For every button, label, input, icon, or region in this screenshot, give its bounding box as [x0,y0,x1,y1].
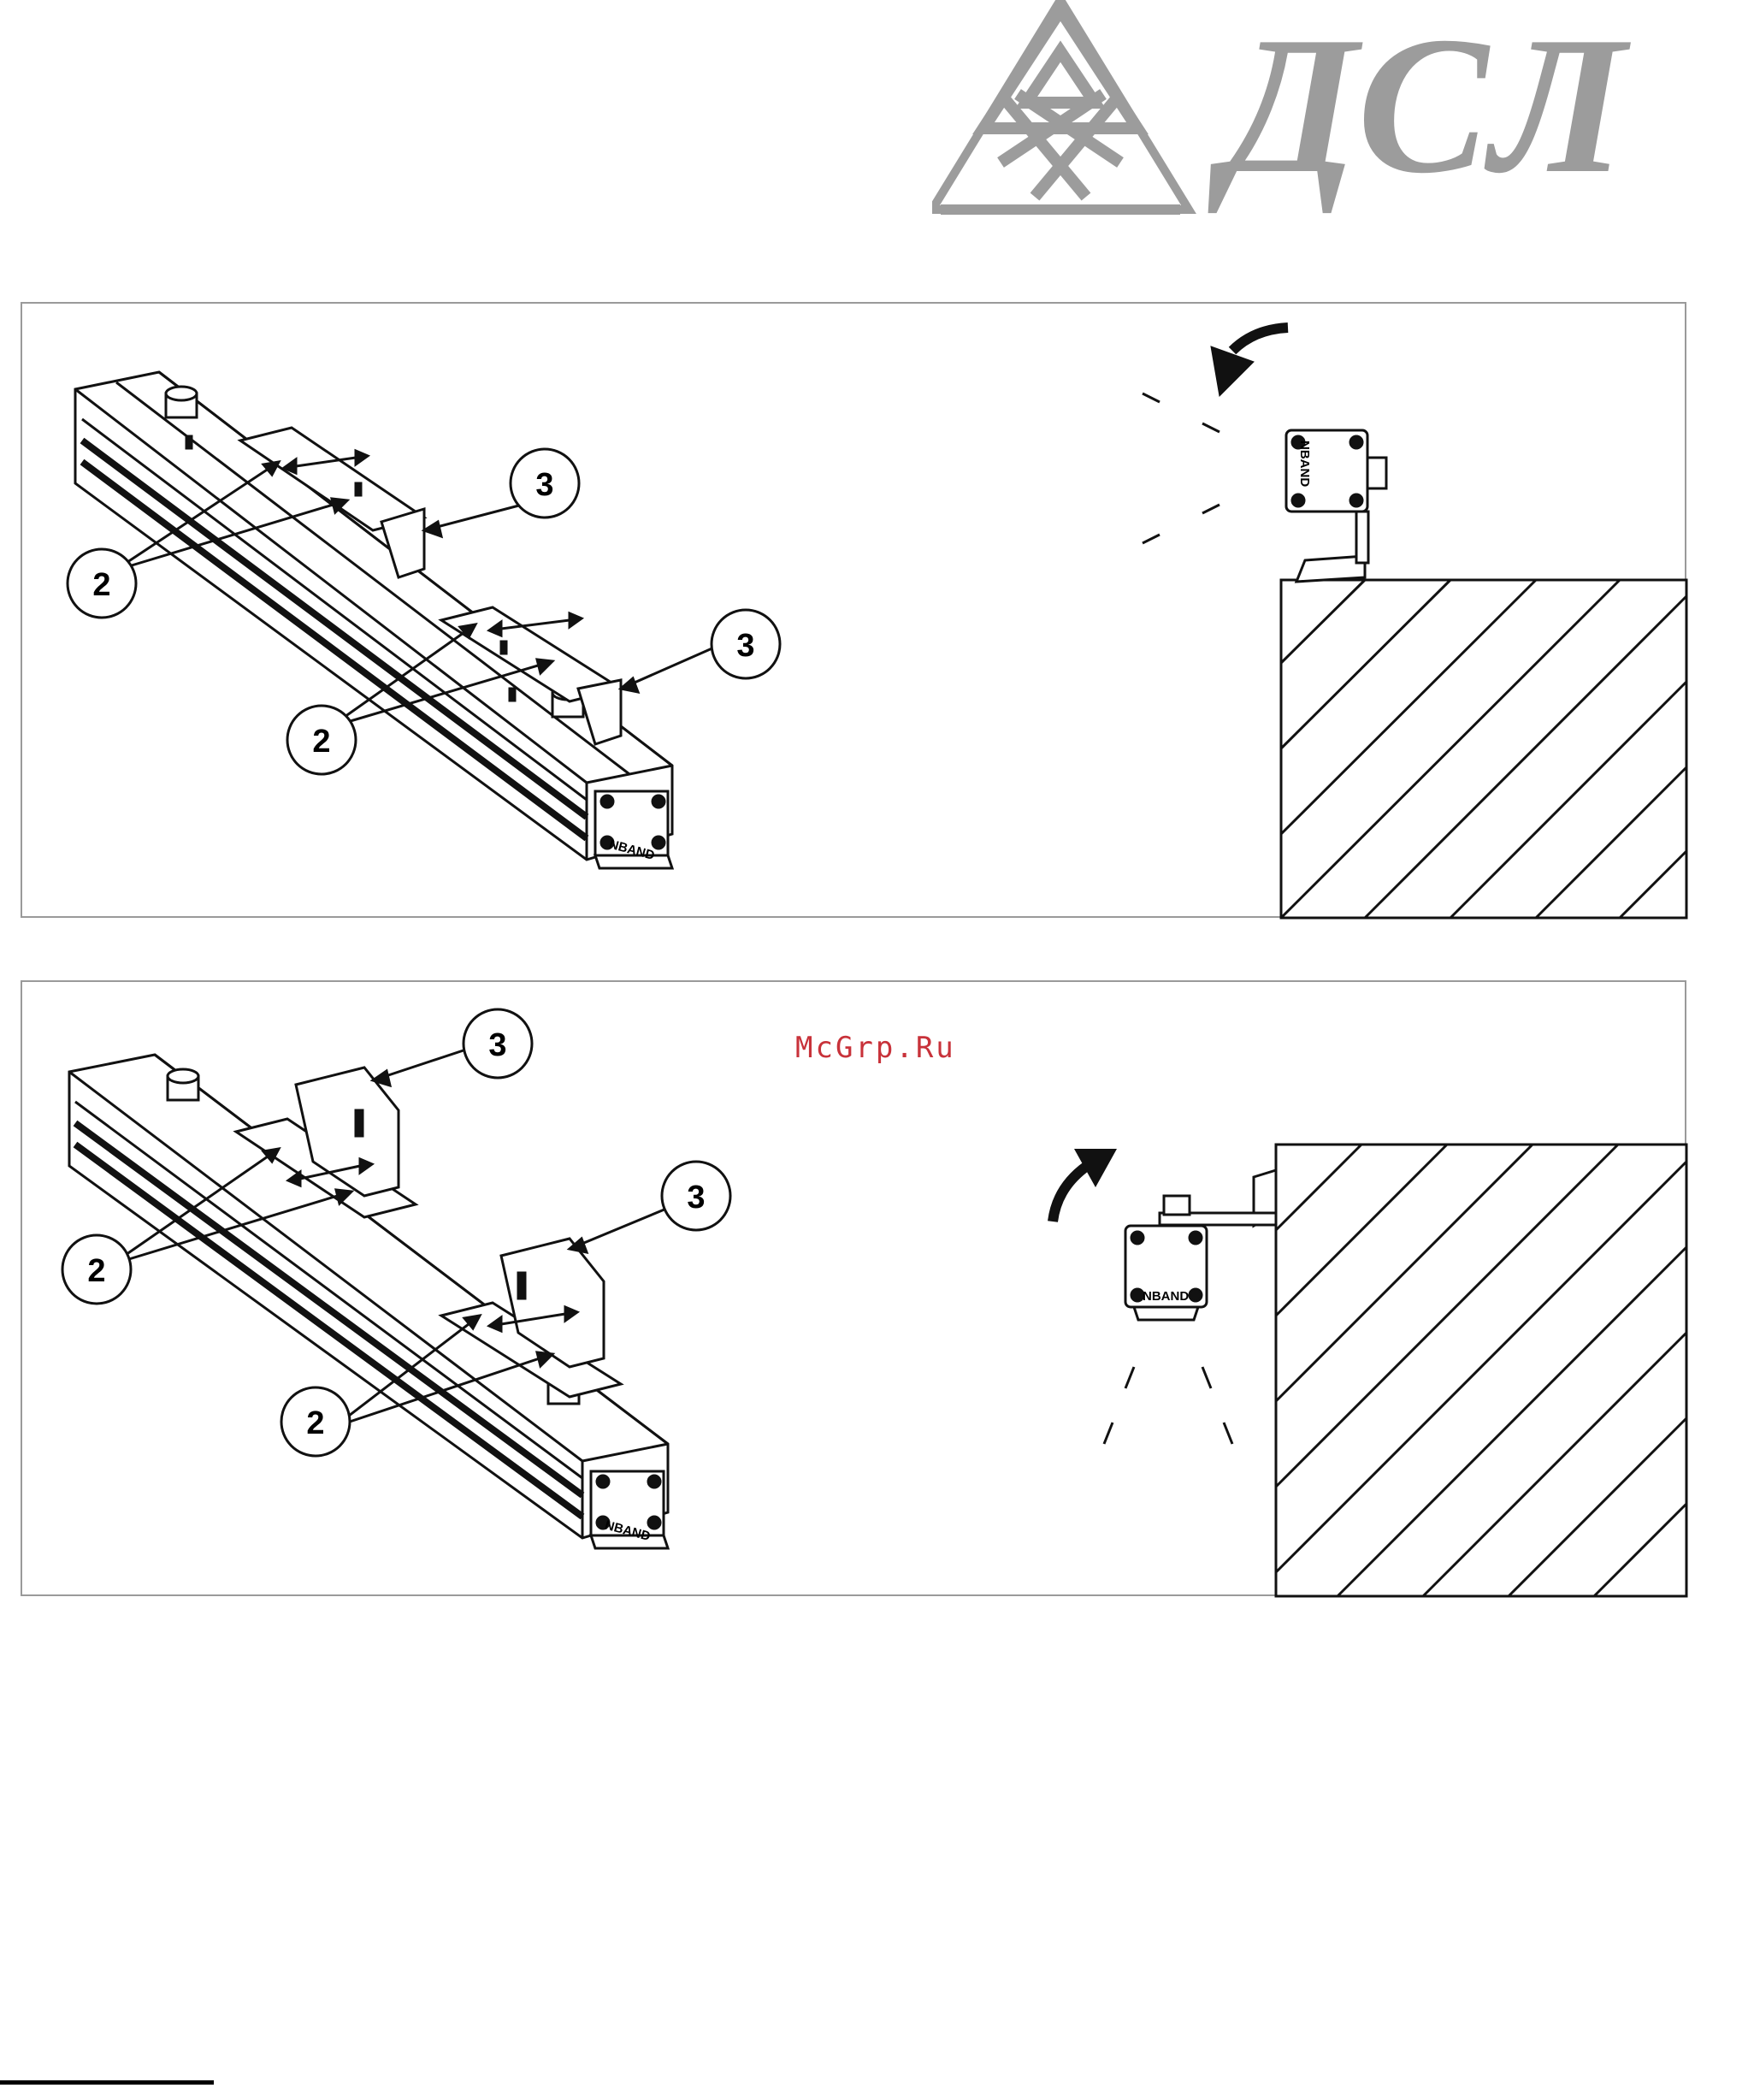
light-beam-lines [1104,1367,1232,1444]
callout-label: 3 [687,1180,705,1216]
top-diagram-svg: 2 2 3 3 NBAND NBAND [22,304,1688,920]
side-fixture-label: NBAND [1297,441,1312,487]
light-beam-lines [1143,393,1220,543]
watermark-text: McGrp.Ru [795,1031,956,1065]
counterclockwise-arrow-icon [1211,328,1288,396]
callout-label: 3 [535,467,553,503]
triangle-mountain-icon [932,0,1189,210]
wall-hatched-block [1276,1145,1686,1596]
dsl-logo: ДСЛ [932,0,1727,222]
side-fixture-label: NBAND [1143,1289,1189,1304]
footnote-rule [0,2080,214,2085]
callout-label: 2 [92,567,110,603]
callout-label: 3 [488,1027,506,1063]
callout-label: 3 [736,628,754,664]
panel-bottom-mounting-diagram: 2 2 3 3 NBAND NB [21,980,1686,1596]
light-fixture-drawing [69,1055,668,1548]
bottom-diagram-svg: 2 2 3 3 NBAND NB [22,982,1688,1598]
callout-label: 2 [306,1405,324,1441]
callout-label: 2 [312,724,330,760]
clockwise-arrow-icon [1053,1166,1087,1222]
wall-hatched-block [1281,580,1686,918]
logo-text: ДСЛ [1208,0,1631,214]
light-fixture-drawing [75,372,672,868]
callout-label: 2 [87,1253,105,1289]
panel-top-mounting-diagram: 2 2 3 3 NBAND NBAND [21,302,1686,918]
